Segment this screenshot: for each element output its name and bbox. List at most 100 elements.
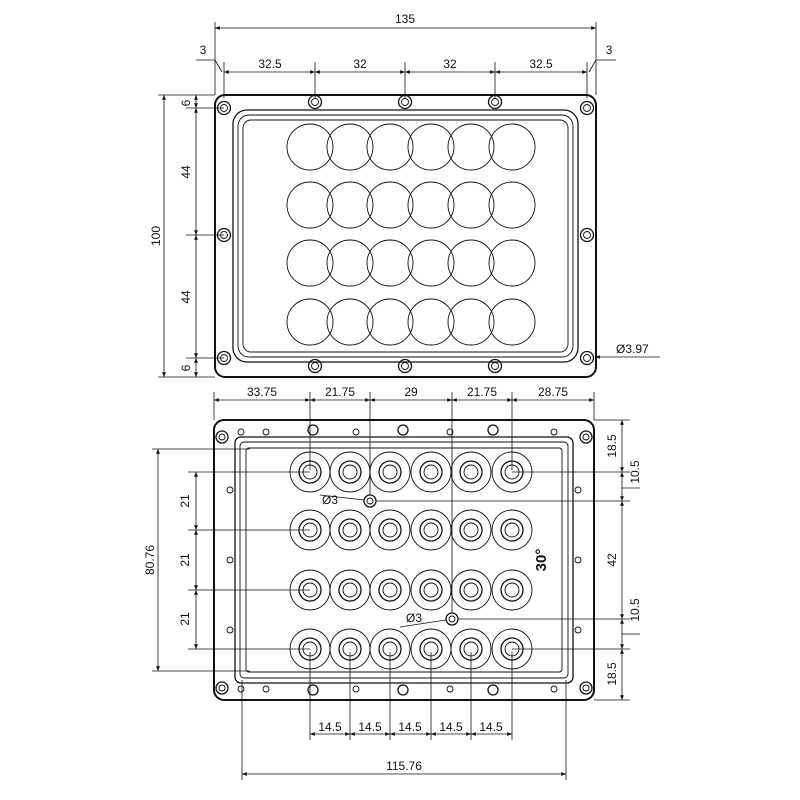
dim-pitch-4: 14.5	[439, 720, 463, 734]
dim-bottom-width: 115.76	[386, 759, 422, 773]
bottom-inner-outline-2	[239, 441, 569, 679]
top-lens-r3-c1	[286, 239, 334, 287]
dim-right-5: 18.5	[605, 662, 619, 686]
dim-bottom-left-height: 80.76	[143, 545, 157, 575]
top-mount-hole-inner-11	[491, 362, 499, 370]
bottom-lens-r2-c2	[329, 509, 371, 551]
bottom-notch-hole-4	[307, 684, 319, 696]
top-lens-r3-c5	[447, 239, 495, 287]
bottom-lens-r3-c2	[329, 569, 371, 611]
bottom-small-hole-4	[446, 428, 454, 436]
bottom-lens-ring-r3-c3	[378, 578, 402, 602]
top-lens-r4-c1	[286, 298, 334, 346]
small-hole-2-inner	[448, 615, 456, 623]
bottom-small-hole-11	[226, 486, 234, 494]
bottom-lens-core-r1-c3	[382, 464, 398, 480]
top-mount-hole-9	[307, 358, 323, 374]
dim-top-edge-right: 3	[606, 43, 613, 57]
bottom-small-hole-1	[237, 428, 245, 436]
top-lens-r2-c2	[326, 181, 374, 229]
bottom-corner-hole-2	[579, 430, 593, 444]
bottom-lens-r3-c5	[450, 569, 492, 611]
bottom-notch-hole-1	[307, 424, 319, 436]
top-inner-outline-3	[242, 119, 569, 353]
dim-row-spacing-3: 21	[178, 612, 192, 626]
top-mount-hole-11	[487, 358, 503, 374]
dim-right-4: 10.5	[628, 598, 642, 622]
dim-right-2: 10.5	[628, 460, 642, 484]
bottom-small-hole-15	[574, 556, 582, 564]
bottom-lens-core-r3-c3	[382, 582, 398, 598]
top-lens-r4-c6	[488, 298, 536, 346]
bottom-notch-hole-2	[397, 424, 409, 436]
small-hole-1-inner	[366, 497, 374, 505]
top-mount-hole-7	[579, 227, 595, 243]
dim-small-hole-1: Ø3	[322, 493, 338, 507]
top-lens-r2-c6	[488, 181, 536, 229]
top-lens-r2-c1	[286, 181, 334, 229]
bottom-corner-hole-4	[579, 681, 593, 695]
top-lens-r2-c5	[447, 181, 495, 229]
top-lens-r4-c5	[447, 298, 495, 346]
top-mount-holes	[216, 94, 595, 374]
bottom-lens-ring-r2-c5	[459, 518, 483, 542]
top-lens-r1-c2	[326, 123, 374, 171]
top-mount-hole-inner-5	[583, 104, 591, 112]
bottom-lens-core-r1-c2	[342, 464, 358, 480]
dim-top-hole-diameter: Ø3.97	[616, 342, 649, 356]
bottom-lens-r3-c4	[410, 569, 452, 611]
top-lens-r3-c4	[407, 239, 455, 287]
bottom-lens-core-r3-c4	[423, 582, 439, 598]
dim-right-1: 18.5	[605, 434, 619, 458]
dim-top-width: 135	[395, 12, 415, 26]
bottom-lens-ring-r3-c5	[459, 578, 483, 602]
bottom-lens-r1-c3	[369, 451, 411, 493]
dim-small-hole-2: Ø3	[406, 611, 422, 625]
dim-bottom-h-1: 33.75	[247, 385, 277, 399]
bottom-lens-ring-r3-c6	[500, 578, 524, 602]
top-mount-hole-inner-12	[583, 354, 591, 362]
top-mount-hole-inner-10	[401, 362, 409, 370]
bottom-lens-r3-c6	[491, 569, 533, 611]
dim-top-v-spacing-2: 44	[179, 290, 193, 304]
top-view: 135 32.5 32 32 32.5 3 3 100 6	[149, 12, 660, 378]
bottom-small-hole-13	[226, 626, 234, 634]
dim-top-spacing-4: 32.5	[529, 57, 553, 71]
bottom-lens-r2-c5	[450, 509, 492, 551]
bottom-lens-core-r3-c6	[504, 582, 520, 598]
bottom-small-hole-2	[262, 428, 270, 436]
dim-row-spacing-1: 21	[178, 494, 192, 508]
top-lens-array	[286, 123, 536, 346]
bottom-view: Ø3 Ø3 30° 33.75 21.75 29 21.75 28.75 80.…	[143, 385, 642, 780]
top-lens-r4-c4	[407, 298, 455, 346]
bottom-small-hole-10	[550, 685, 558, 693]
bottom-small-hole-8	[352, 685, 360, 693]
bottom-lens-ring-r2-c3	[378, 518, 402, 542]
bottom-lens-r2-c3	[369, 509, 411, 551]
bottom-inner-outline-3	[245, 447, 563, 673]
bottom-lens-ring-r3-c4	[419, 578, 443, 602]
top-lens-r1-c6	[488, 123, 536, 171]
bottom-corner-hole-inner-2	[582, 433, 590, 441]
bottom-lens-core-r1-c4	[423, 464, 439, 480]
top-lens-r3-c6	[488, 239, 536, 287]
small-hole-2	[445, 612, 459, 626]
top-lens-r1-c5	[447, 123, 495, 171]
bottom-corner-hole-3	[215, 681, 229, 695]
bottom-lens-core-r2-c4	[423, 522, 439, 538]
bottom-notch-hole-6	[487, 684, 499, 696]
dim-top-v-margin-top: 6	[179, 99, 193, 106]
bottom-lens-ring-r1-c2	[338, 460, 362, 484]
dim-top-v-spacing-1: 44	[179, 165, 193, 179]
dim-top-edge-left: 3	[200, 43, 207, 57]
small-hole-1	[363, 494, 377, 508]
dim-row-spacing-2: 21	[178, 553, 192, 567]
top-lens-r4-c3	[366, 298, 414, 346]
bottom-corner-hole-inner-4	[582, 684, 590, 692]
bottom-lens-core-r3-c5	[463, 582, 479, 598]
bottom-lens-ring-r2-c4	[419, 518, 443, 542]
top-lens-r1-c3	[366, 123, 414, 171]
bottom-corner-hole-inner-3	[218, 684, 226, 692]
top-lens-r3-c2	[326, 239, 374, 287]
